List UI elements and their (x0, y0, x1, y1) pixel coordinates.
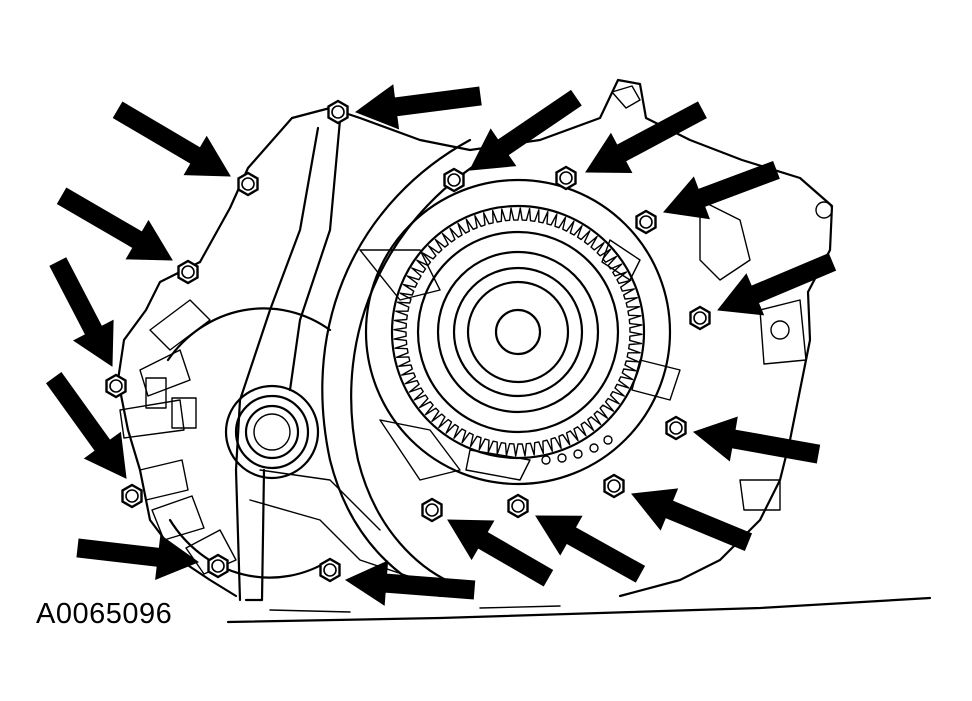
bolt-9 (507, 493, 529, 519)
pointer-arrow-3 (56, 187, 173, 261)
pointer-arrow-1 (354, 84, 482, 130)
output-bearing (224, 384, 320, 480)
bolt-group (105, 99, 711, 583)
bolt-13 (635, 209, 657, 235)
bolt-10 (603, 473, 625, 499)
pointer-arrow-8 (447, 519, 554, 587)
pointer-arrow-4 (49, 257, 114, 367)
ring-gear-assembly (364, 178, 681, 486)
frame-strut (234, 118, 421, 602)
pointer-arrow-6 (76, 534, 200, 580)
bolt-14 (555, 165, 577, 191)
bolt-11 (665, 415, 687, 441)
pointer-arrow-10 (631, 488, 753, 551)
bolt-3 (177, 259, 199, 285)
pointer-arrow-7 (344, 560, 476, 606)
pointer-arrow-15 (469, 89, 582, 171)
bolt-8 (421, 497, 443, 523)
bolt-5 (121, 483, 143, 509)
figure-id-label: A0065096 (36, 598, 173, 630)
pointer-arrow-14 (585, 101, 707, 174)
left-bell-housing (119, 299, 332, 579)
arrow-group (46, 84, 837, 606)
baseline (226, 596, 932, 624)
bolt-12 (689, 305, 711, 331)
bolt-7 (319, 557, 341, 583)
pointer-arrow-9 (535, 515, 646, 583)
bolt-1 (327, 99, 349, 125)
pointer-arrow-11 (692, 416, 821, 464)
pointer-arrow-12 (717, 253, 837, 316)
bolt-15 (443, 167, 465, 193)
pointer-arrow-13 (663, 160, 780, 220)
pointer-arrow-2 (112, 101, 231, 177)
case-arc (321, 138, 502, 598)
bolt-6 (207, 553, 229, 579)
bolt-4 (105, 373, 127, 399)
bolt-2 (237, 171, 259, 197)
housing-outline (116, 78, 834, 598)
pointer-arrow-5 (46, 372, 127, 479)
